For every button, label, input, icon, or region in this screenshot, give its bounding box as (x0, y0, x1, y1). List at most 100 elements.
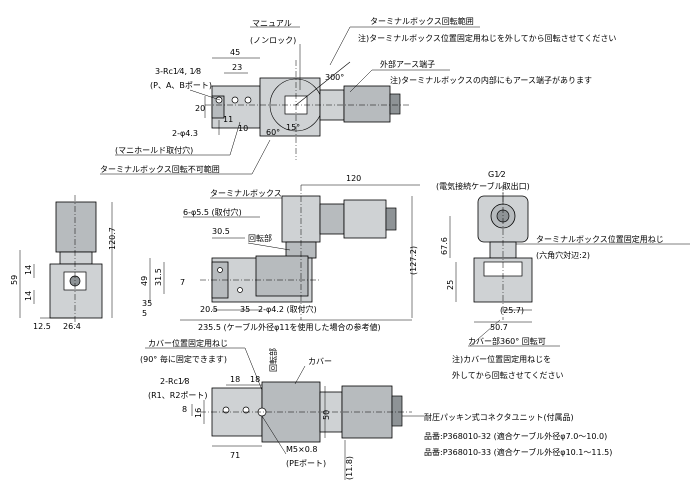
dim-18b: 18 (250, 375, 260, 384)
manual-note: (ノンロック) (250, 36, 296, 45)
dim-10: 10 (238, 124, 248, 133)
earth-note: 注)ターミナルボックスの内部にもアース端子があります (390, 75, 592, 85)
dim-67-6: 67.6 (440, 237, 449, 255)
cover-screw-label: カバー位置固定用ねじ (148, 338, 228, 348)
dim-20: 20 (195, 104, 205, 113)
dim-120: 120 (346, 174, 361, 183)
bottom-port-label-2: (R1、R2ポート) (148, 391, 208, 400)
cover-note-1: 注)カバー位置固定用ねじを (452, 354, 551, 364)
dim-50: 50 (322, 410, 331, 420)
dim-7: 7 (180, 278, 185, 287)
mount-holes-label: 6-φ5.5 (取付穴) (183, 207, 242, 217)
dim-5: 5 (142, 309, 147, 318)
connector-label: 耐圧パッキン式コネクタユニット(付属品) (424, 412, 574, 422)
left-terminal-box (55, 201, 97, 253)
top-port-a (231, 96, 239, 104)
dim-120-7: 120.7 (108, 227, 117, 250)
dim-23: 23 (232, 63, 242, 72)
dim-16: 16 (194, 408, 203, 418)
rotation-range-label: ターミナルボックス回転範囲 (370, 16, 474, 26)
terminal-box-label: ターミナルボックス (210, 189, 282, 198)
cover-screw-note: (90° 毎に固定できます) (140, 354, 227, 364)
manual-label: マニュアル (252, 19, 292, 28)
cable-outlet-label: (電気接続ケーブル取出口) (436, 181, 530, 191)
dim-35b: 35 (240, 305, 250, 314)
port-label-1: 3-Rc1⁄4, 1⁄8 (155, 67, 201, 76)
part-1: 品番:P368010-32 (適合ケーブル外径φ7.0〜10.0) (424, 431, 607, 441)
top-port-p (215, 96, 223, 104)
leader-no-rotation-diag (251, 139, 271, 175)
earth-label: 外部アース端子 (380, 59, 435, 69)
reference-note: 235.5 (ケーブル外径φ11を使用した場合の参考値) (198, 322, 381, 332)
dim-14b: 14 (24, 291, 33, 301)
screw-label: ターミナルボックス位置固定用ねじ (536, 234, 664, 244)
front-gland (319, 203, 345, 235)
dim-12-5: 12.5 (33, 322, 51, 331)
leader-ports (189, 89, 221, 101)
rotating-part-label: 回転部 (248, 233, 272, 243)
dim-25: 25 (446, 280, 455, 290)
top-port-b (244, 96, 252, 104)
bottom-port-r1 (222, 406, 230, 414)
front-solenoid (255, 255, 309, 297)
leader-cover-screw-diag (244, 347, 263, 391)
no-rotation-label: ターミナルボックス回転不可範囲 (100, 164, 220, 174)
holes-2-label: 2-φ4.2 (取付穴) (258, 304, 317, 314)
left-neck (59, 251, 93, 265)
rotation-note: 注)ターミナルボックス位置固定用ねじを外してから回転させてください (358, 33, 616, 43)
dim-59: 59 (10, 275, 19, 285)
port-label-2: (P、A、Bポート) (150, 81, 212, 90)
leader-earth-diag (349, 69, 373, 93)
dim-8: 8 (182, 405, 187, 414)
cover-rotate-label: カバー部360° 回転可 (468, 336, 546, 346)
front-view: 120 (127.2) 30.5 49 31.5 7 35 5 20.5 35 … (140, 174, 420, 332)
hex-label: (六角穴対辺:2) (536, 250, 590, 260)
right-view: 67.6 25 (25.7) 50.7 G1⁄2 (電気接続ケーブル取出口) タ… (436, 170, 690, 380)
part-2: 品番:P368010-33 (適合ケーブル外径φ10.1〜11.5) (424, 447, 612, 457)
dim-11: 11 (223, 115, 233, 124)
front-hole-1 (217, 267, 223, 273)
left-view: 120.7 59 14 14 12.5 26.4 (10, 195, 117, 331)
bottom-connector-nut (391, 395, 403, 427)
pe-label: (PEポート) (286, 459, 326, 468)
leader-cover-rotate (469, 319, 501, 347)
angle-300: 300° (325, 73, 344, 82)
leader-cover (294, 365, 306, 385)
dim-20-5: 20.5 (200, 305, 218, 314)
dim-14a: 14 (24, 265, 33, 275)
top-connector (343, 85, 391, 123)
front-connector-nut (385, 207, 397, 231)
manifold-label-2: (マニホールド取付穴) (115, 145, 193, 155)
dim-25-7: (25.7) (500, 306, 524, 315)
bottom-view: 18 18 8 16 50 71 (11.8) カバー位置固定用ねじ (90° … (140, 338, 612, 480)
dim-45: 45 (230, 48, 240, 57)
leader-pe (261, 415, 287, 455)
dim-71: 71 (230, 451, 240, 460)
bottom-port-r2 (242, 406, 250, 414)
front-connector (343, 199, 387, 239)
dim-49: 49 (140, 276, 149, 286)
dim-26-4: 26.4 (63, 322, 81, 331)
leader-rotation-diag (329, 26, 351, 66)
dim-31-5: 31.5 (154, 268, 163, 286)
cover-note-2: 外してから回転させてください (452, 370, 564, 380)
dim-18a: 18 (230, 375, 240, 384)
m5-label: M5×0.8 (286, 445, 317, 454)
leader-rotating (247, 242, 291, 251)
bottom-port-label-1: 2-Rc1⁄8 (160, 377, 189, 386)
rotating-part-label-bottom: 回転部 (268, 348, 278, 372)
angle-60: 60° (266, 128, 280, 137)
dim-11-8: (11.8) (345, 456, 354, 480)
dim-35: 35 (142, 299, 152, 308)
dim-30-5: 30.5 (212, 227, 230, 236)
g-label: G1⁄2 (488, 170, 506, 179)
dim-50-7: 50.7 (490, 323, 508, 332)
angle-15: 15° (286, 123, 300, 132)
front-hole-2 (237, 287, 243, 293)
top-view: 45 23 20 11 10 300° 60° 15° マニュアル (ノンロック… (100, 16, 616, 175)
top-connector-nut (389, 93, 401, 115)
manifold-label-1: 2-φ4.3 (172, 129, 198, 138)
cover-label: カバー (308, 357, 332, 366)
